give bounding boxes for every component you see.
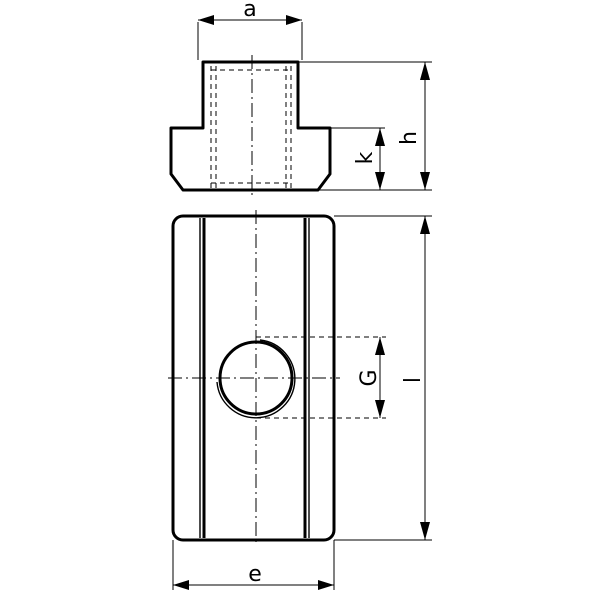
dimension-label-h: h xyxy=(397,131,422,145)
arrowhead xyxy=(375,400,385,418)
arrowhead xyxy=(198,15,214,25)
arrowhead xyxy=(375,337,385,355)
dimension-k: k xyxy=(318,127,432,191)
thread-root-arc xyxy=(216,339,296,419)
threaded-hole xyxy=(218,340,294,416)
arrowhead xyxy=(375,172,385,190)
arrowhead xyxy=(173,580,189,590)
dimension-e: e xyxy=(172,540,335,590)
dimension-label-k: k xyxy=(353,151,378,164)
dimension-h: h xyxy=(298,61,432,190)
dimension-a: a xyxy=(197,0,303,60)
arrowhead xyxy=(420,172,430,190)
dimension-label-e: e xyxy=(248,562,262,587)
arrowhead xyxy=(286,15,302,25)
arrowhead xyxy=(420,216,430,234)
plan-view xyxy=(168,210,340,546)
dimension-label-a: a xyxy=(243,0,256,22)
arrowhead xyxy=(420,62,430,80)
arrowhead xyxy=(318,580,334,590)
dimension-label-l: l xyxy=(401,377,426,383)
side-view-outline xyxy=(169,60,332,192)
arrowhead xyxy=(420,522,430,540)
dimension-label-g: G xyxy=(357,369,382,386)
side-view xyxy=(169,55,332,197)
dimension-l: l xyxy=(334,215,432,541)
arrowhead xyxy=(375,128,385,146)
dimension-g: G xyxy=(256,336,386,419)
